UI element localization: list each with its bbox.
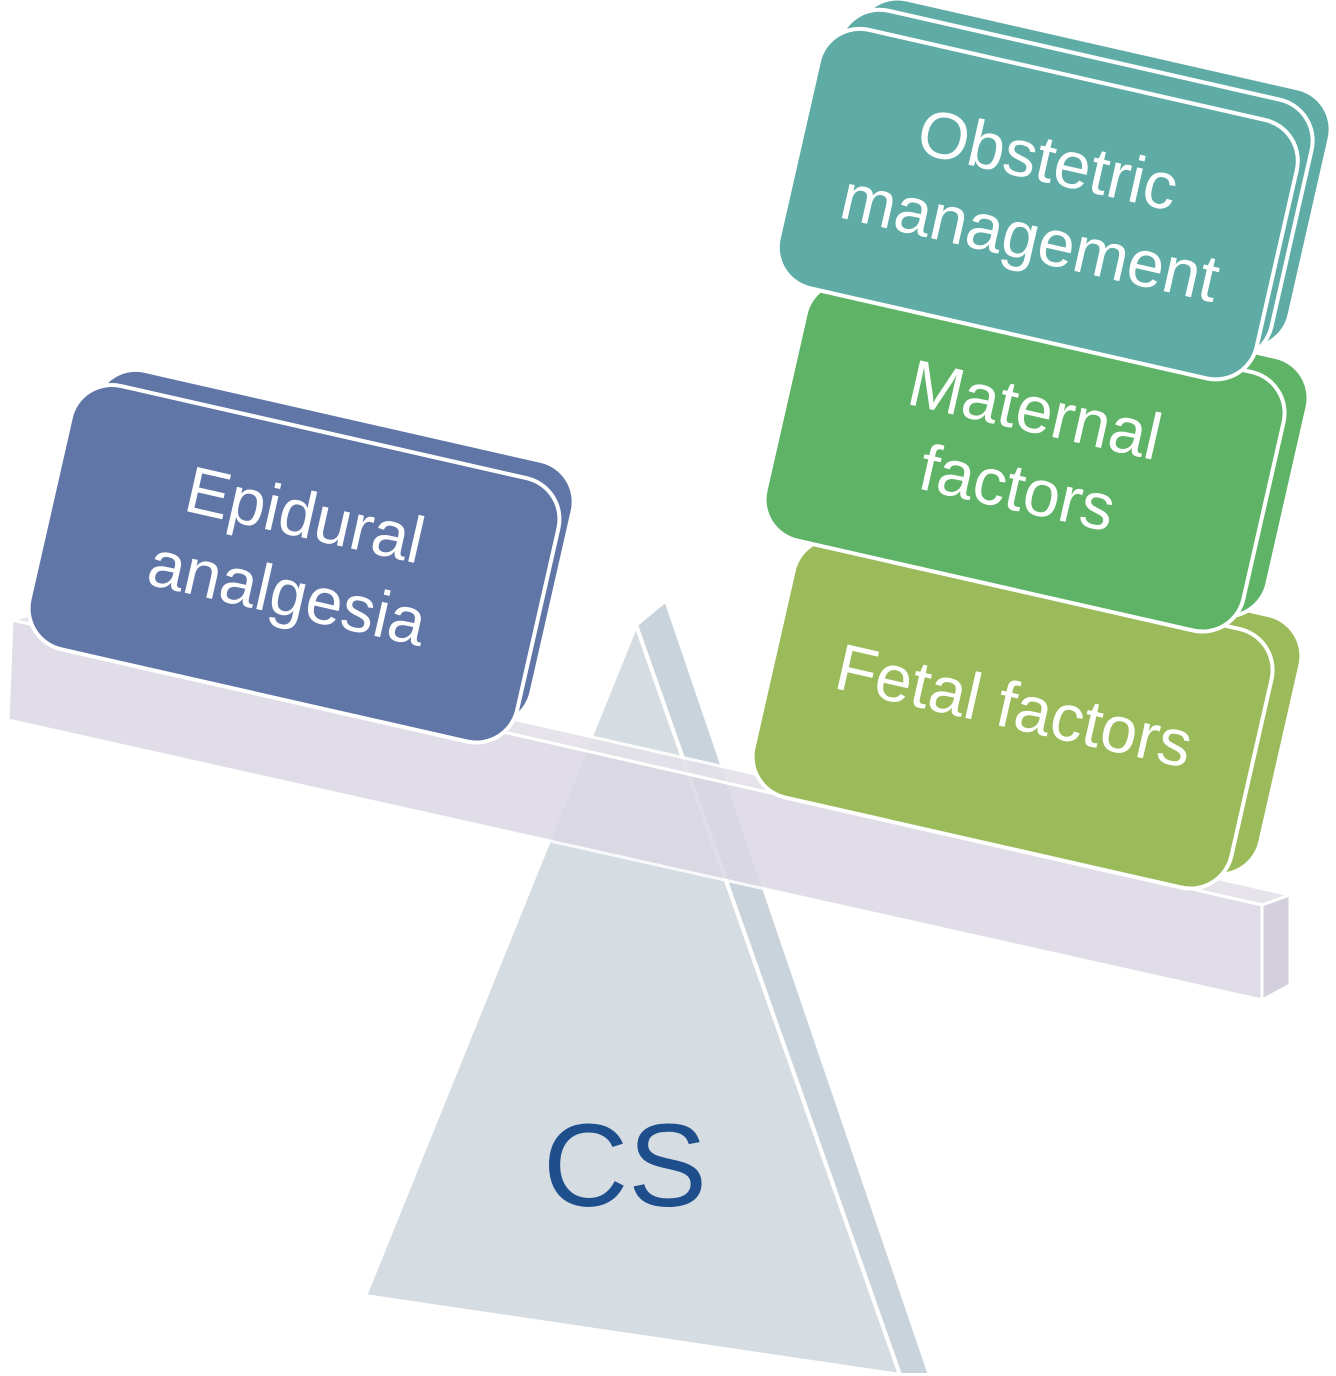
block-front-face <box>26 382 562 745</box>
fulcrum-front-face <box>362 619 903 1376</box>
beam-end-face <box>1260 892 1292 1003</box>
block-obstetric-management: Obstetric management <box>775 0 1333 382</box>
block-epidural-analgesia: Epidural analgesia <box>26 367 576 745</box>
fulcrum-label: CS <box>543 1100 707 1232</box>
block-front-face <box>775 26 1300 382</box>
block-fetal-factors: Fetal factors <box>750 523 1304 891</box>
